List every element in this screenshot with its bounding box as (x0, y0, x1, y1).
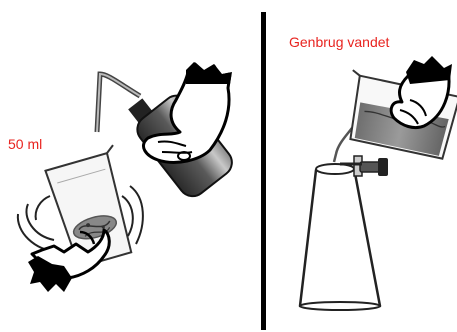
right-panel (300, 56, 457, 310)
funnel-icon (300, 164, 380, 310)
panel-divider (261, 12, 266, 330)
volume-label: 50 ml (8, 136, 42, 152)
recycle-water-label: Genbrug vandet (289, 34, 389, 50)
water-stream-icon (334, 128, 352, 162)
left-panel (18, 62, 238, 292)
